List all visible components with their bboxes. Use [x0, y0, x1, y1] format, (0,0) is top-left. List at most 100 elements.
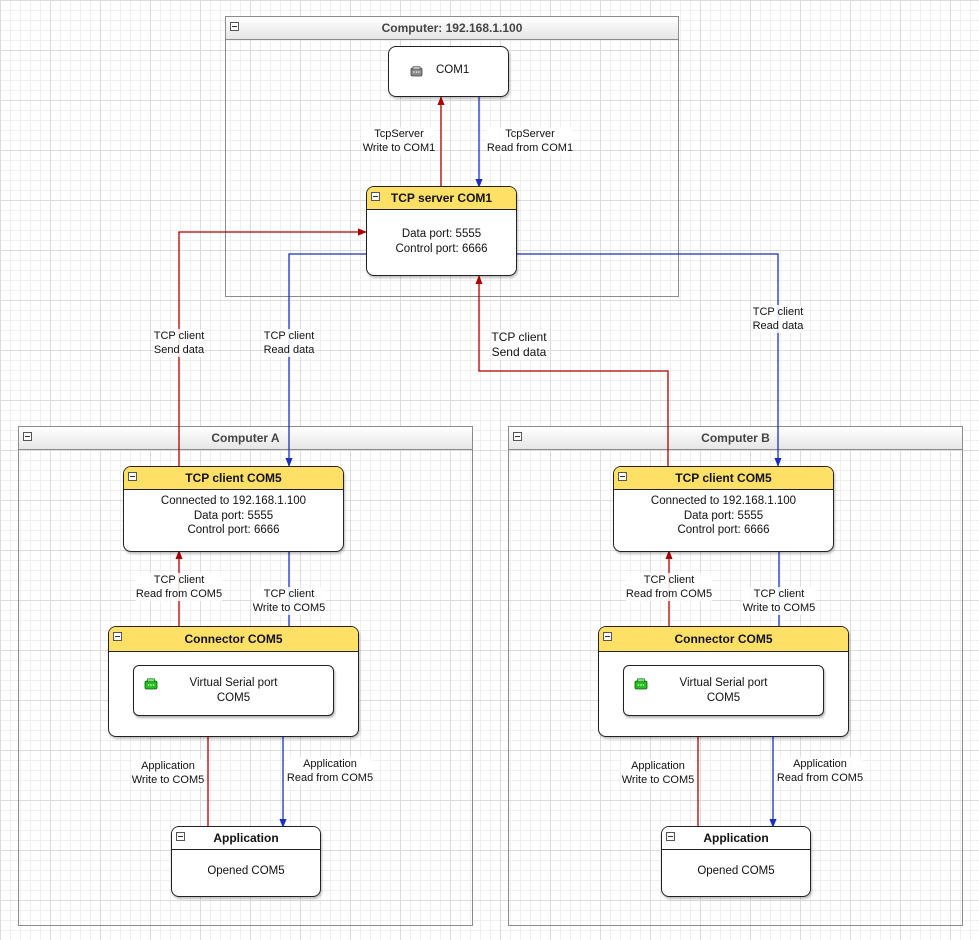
tcp-server-control-port: Control port: 6666 [395, 242, 488, 255]
collapse-icon[interactable] [23, 432, 32, 441]
application-body: Opened COM5 [207, 865, 285, 877]
collapse-icon[interactable] [603, 632, 612, 641]
edge-label-line: Write to COM5 [742, 602, 816, 614]
server-computer-header: Computer: 192.168.1.100 [226, 17, 678, 40]
tcp-client-body: Connected to 192.168.1.100 Data port: 55… [614, 494, 833, 538]
server-computer-title: Computer: 192.168.1.100 [381, 21, 523, 35]
edge-label-line: Read from COM5 [286, 772, 374, 784]
connector-header: Connector COM5 [599, 627, 848, 652]
edge-label-a-read-com: TCP client Read from COM5 [135, 573, 223, 601]
edge-label-line: TCP client [491, 330, 547, 344]
edge-label-line: Write to COM5 [131, 774, 205, 786]
tcp-client-connected: Connected to 192.168.1.100 [650, 495, 797, 507]
edge-label-line: Read data [752, 320, 804, 332]
edge-label-line: Send data [491, 345, 547, 359]
computer-a-title: Computer A [211, 431, 280, 445]
edge-label-line: Read from COM5 [135, 588, 223, 600]
tcp-server-node[interactable]: TCP server COM1 Data port: 5555 Control … [366, 186, 517, 276]
serial-port-gray-icon [410, 66, 423, 78]
collapse-icon[interactable] [230, 22, 239, 31]
edge-label-line: TcpServer [505, 128, 555, 140]
edge-label-line: TCP client [643, 574, 695, 586]
edge-label-b-read: TCP client Read data [752, 305, 804, 333]
application-body: Opened COM5 [697, 865, 775, 877]
edge-label-line: Write to COM5 [621, 774, 695, 786]
edge-label-a-app-write: Application Write to COM5 [131, 759, 205, 787]
computer-a-header: Computer A [19, 427, 472, 450]
edge-label-line: TCP client [263, 588, 315, 600]
edge-label-b-write-com: TCP client Write to COM5 [742, 587, 816, 615]
collapse-icon[interactable] [176, 832, 185, 841]
collapse-icon[interactable] [371, 192, 380, 201]
edge-label-a-write-com: TCP client Write to COM5 [252, 587, 326, 615]
computer-b-tcp-client-node[interactable]: TCP client COM5 Connected to 192.168.1.1… [613, 466, 834, 552]
tcp-client-title: TCP client COM5 [185, 471, 282, 485]
edge-label-line: TCP client [753, 588, 805, 600]
tcp-client-control-port: Control port: 6666 [677, 524, 770, 536]
collapse-icon[interactable] [128, 472, 137, 481]
edge-label-b-app-read: Application Read from COM5 [776, 757, 864, 785]
edge-label-line: Application [303, 758, 357, 770]
vsp-label: Virtual Serial port [189, 677, 278, 689]
collapse-icon[interactable] [666, 832, 675, 841]
computer-a-virtual-serial-port[interactable]: Virtual Serial port COM5 [133, 665, 334, 716]
edge-label-line: TCP client [752, 306, 804, 318]
tcp-server-title: TCP server COM1 [390, 191, 493, 205]
edge-label-line: Write to COM5 [252, 602, 326, 614]
computer-b-header: Computer B [509, 427, 962, 450]
tcp-client-header: TCP client COM5 [614, 467, 833, 490]
tcp-server-data-port: Data port: 5555 [401, 228, 482, 240]
vsp-port: COM5 [706, 691, 741, 704]
vsp-port: COM5 [216, 691, 251, 704]
edge-label-server-write: TcpServer Write to COM1 [362, 127, 436, 155]
computer-a-tcp-client-node[interactable]: TCP client COM5 Connected to 192.168.1.1… [123, 466, 344, 552]
tcp-client-title: TCP client COM5 [675, 471, 772, 485]
tcp-client-body: Connected to 192.168.1.100 Data port: 55… [124, 494, 343, 538]
edge-label-a-read: TCP client Read data [263, 329, 315, 357]
collapse-icon[interactable] [113, 632, 122, 641]
vsp-text: Virtual Serial port COM5 [624, 676, 823, 705]
edge-label-line: TCP client [263, 330, 315, 342]
vsp-label: Virtual Serial port [679, 677, 768, 689]
edge-label-b-read-com: TCP client Read from COM5 [625, 573, 713, 601]
edge-label-line: Application [631, 760, 685, 772]
edge-label-line: Read from COM1 [486, 142, 574, 154]
connector-title: Connector COM5 [184, 632, 283, 646]
computer-b-virtual-serial-port[interactable]: Virtual Serial port COM5 [623, 665, 824, 716]
serial-port-green-icon [144, 678, 158, 690]
application-title: Application [703, 831, 769, 845]
tcp-server-header: TCP server COM1 [367, 187, 516, 210]
server-computer-group: Computer: 192.168.1.100 [225, 16, 679, 297]
edge-label-b-send: TCP client Send data [491, 330, 547, 360]
tcp-client-connected: Connected to 192.168.1.100 [160, 495, 307, 507]
serial-port-green-icon [634, 678, 648, 690]
com1-label: COM1 [436, 64, 470, 76]
edge-label-line: Read from COM5 [625, 588, 713, 600]
computer-b-application-node[interactable]: Application Opened COM5 [661, 826, 811, 897]
tcp-client-header: TCP client COM5 [124, 467, 343, 490]
tcp-server-body: Data port: 5555 Control port: 6666 [367, 227, 516, 256]
collapse-icon[interactable] [618, 472, 627, 481]
connector-header: Connector COM5 [109, 627, 358, 652]
edge-label-a-send: TCP client Send data [153, 329, 205, 357]
vsp-text: Virtual Serial port COM5 [134, 676, 333, 705]
edge-label-server-read: TcpServer Read from COM1 [486, 127, 574, 155]
edge-label-line: Application [141, 760, 195, 772]
edge-label-line: TCP client [153, 574, 205, 586]
application-header: Application [662, 827, 810, 850]
edge-label-b-app-write: Application Write to COM5 [621, 759, 695, 787]
edge-label-line: TCP client [153, 330, 205, 342]
edge-label-line: Send data [153, 344, 205, 356]
edge-label-line: Write to COM1 [362, 142, 436, 154]
edge-label-line: Read data [263, 344, 315, 356]
edge-label-a-app-read: Application Read from COM5 [286, 757, 374, 785]
collapse-icon[interactable] [513, 432, 522, 441]
connector-title: Connector COM5 [674, 632, 773, 646]
com1-node[interactable]: COM1 [388, 46, 509, 97]
computer-b-title: Computer B [701, 431, 770, 445]
application-title: Application [213, 831, 279, 845]
edge-label-line: Read from COM5 [776, 772, 864, 784]
application-header: Application [172, 827, 320, 850]
computer-a-application-node[interactable]: Application Opened COM5 [171, 826, 321, 897]
edge-label-line: Application [793, 758, 847, 770]
